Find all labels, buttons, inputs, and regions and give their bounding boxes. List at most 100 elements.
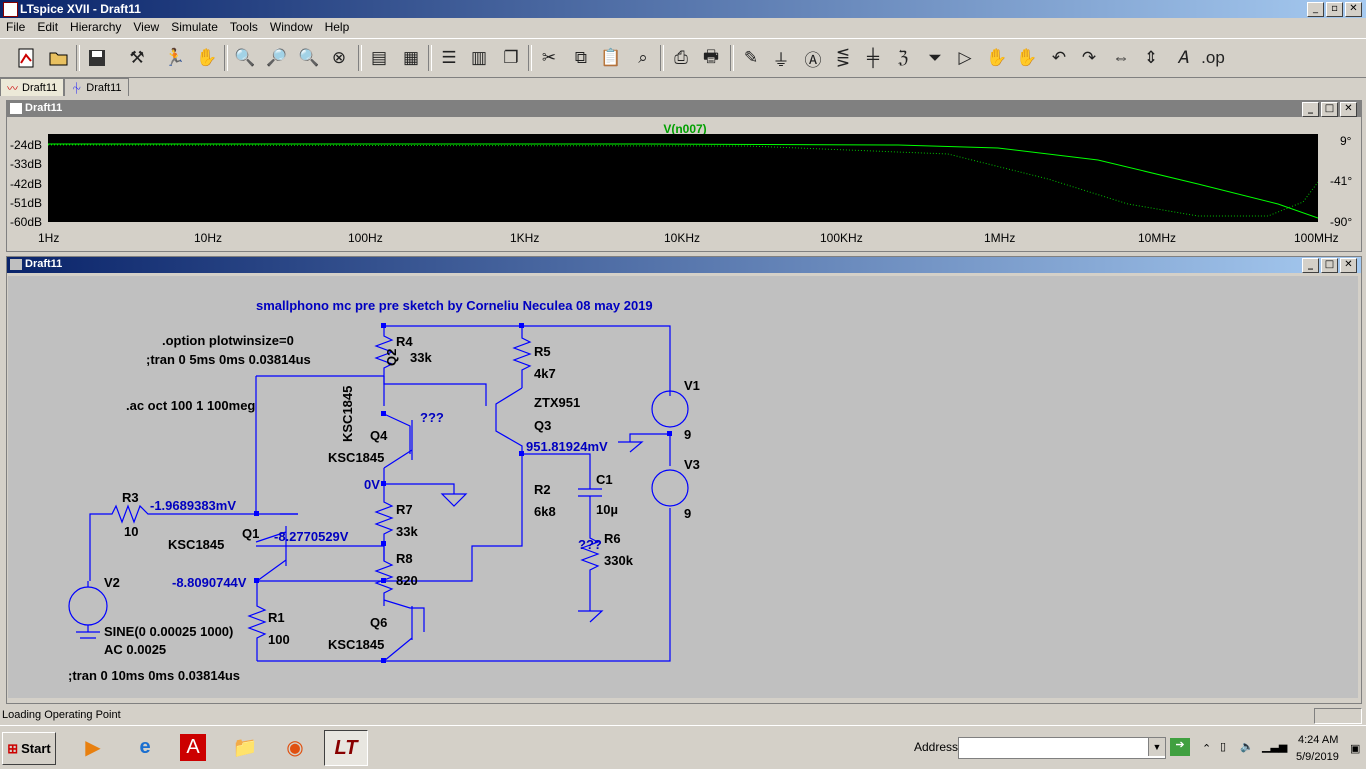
copy-icon[interactable]: ⧉ — [574, 48, 588, 67]
label-q4-model[interactable]: KSC1845 — [328, 450, 385, 465]
menu-file[interactable]: File — [6, 20, 26, 34]
zoom-fit-icon[interactable]: ⊗ — [331, 48, 347, 67]
tile-vertical-icon[interactable]: ▥ — [470, 48, 488, 67]
minimize-button[interactable]: _ — [1307, 2, 1324, 17]
label-q1[interactable]: Q1 — [242, 526, 260, 541]
draw-wire-icon[interactable]: ✎ — [743, 48, 759, 67]
zoom-out-icon[interactable]: 🔍 — [298, 48, 320, 67]
clock-date[interactable]: 5/9/2019 — [1296, 751, 1339, 763]
schematic-minimize-button[interactable]: _ — [1302, 258, 1319, 273]
mirror-icon[interactable]: ⇕ — [1143, 48, 1159, 67]
clock-time[interactable]: 4:24 AM — [1298, 734, 1339, 746]
control-panel-hammer-icon[interactable]: ⚒ — [129, 48, 145, 67]
menu-window[interactable]: Window — [269, 20, 313, 34]
label-v1[interactable]: V1 — [684, 378, 700, 393]
label-v3[interactable]: V3 — [684, 457, 700, 472]
menu-help[interactable]: Help — [324, 20, 350, 34]
cascade-icon[interactable]: ❐ — [503, 48, 519, 67]
drag-hand-icon[interactable]: ✋ — [1016, 48, 1038, 67]
spice-directive-icon[interactable]: .op — [1201, 48, 1225, 67]
print-setup-icon[interactable]: 🖶 — [702, 46, 720, 66]
save-icon[interactable] — [84, 45, 110, 71]
zoom-in-icon[interactable]: 🔍 — [234, 48, 256, 67]
new-schematic-icon[interactable] — [14, 45, 40, 71]
label-q3[interactable]: Q3 — [534, 418, 552, 433]
schematic-heading[interactable]: smallphono mc pre pre sketch by Corneliu… — [256, 298, 653, 313]
paste-icon[interactable]: 📋 — [600, 48, 622, 67]
label-r4-value[interactable]: 33k — [410, 350, 432, 365]
acrobat-icon[interactable]: A — [172, 730, 214, 764]
menu-simulate[interactable]: Simulate — [171, 20, 218, 34]
spice-directive[interactable]: .option plotwinsize=0 — [162, 333, 294, 348]
label-r5-value[interactable]: 4k7 — [534, 366, 556, 381]
halt-hand-icon[interactable]: ✋ — [196, 48, 218, 67]
text-icon[interactable]: 𝐴 — [1177, 48, 1189, 67]
label-unknown-model-2[interactable]: ??? — [578, 537, 602, 552]
spice-directive[interactable]: .ac oct 100 1 100meg — [126, 398, 256, 413]
ground-icon[interactable]: ⏚ — [772, 50, 790, 70]
grid-icon[interactable]: ▦ — [402, 48, 420, 67]
resistor-icon[interactable]: ⋚ — [835, 48, 851, 67]
chevron-down-icon[interactable]: ▼ — [1148, 738, 1165, 756]
spice-directive[interactable]: ;tran 0 10ms 0ms 0.03814us — [68, 668, 240, 683]
label-net-icon[interactable]: Ⓐ — [804, 50, 822, 70]
start-button[interactable]: ⊞ Start — [2, 732, 56, 765]
label-v1-value[interactable]: 9 — [684, 427, 692, 442]
tile-horizontal-icon[interactable]: ☰ — [441, 48, 457, 67]
capacitor-icon[interactable]: ╪ — [866, 48, 880, 67]
redo-icon[interactable]: ↷ — [1081, 48, 1097, 67]
firefox-icon[interactable]: ◉ — [286, 736, 304, 759]
tab-waveform[interactable]: 〰 Draft11 — [0, 78, 65, 96]
file-explorer-icon[interactable]: 📁 — [232, 736, 258, 759]
label-r2-value[interactable]: 6k8 — [534, 504, 556, 519]
label-v2[interactable]: V2 — [104, 575, 120, 590]
label-r7[interactable]: R7 — [396, 502, 413, 517]
label-r4[interactable]: R4 — [396, 334, 413, 349]
spice-directive[interactable]: ;tran 0 5ms 0ms 0.03814us — [146, 352, 311, 367]
schematic-close-button[interactable]: ✕ — [1340, 258, 1357, 273]
plot-area[interactable] — [47, 134, 1319, 222]
close-button[interactable]: ✕ — [1345, 2, 1362, 17]
label-r8-value[interactable]: 820 — [396, 573, 418, 588]
move-hand-icon[interactable]: ✋ — [986, 48, 1008, 67]
label-q1-model[interactable]: KSC1845 — [168, 537, 225, 552]
internet-explorer-icon[interactable]: e — [139, 735, 151, 758]
plot-close-button[interactable]: ✕ — [1340, 102, 1357, 117]
label-v3-value[interactable]: 9 — [684, 506, 692, 521]
label-r3-value[interactable]: 10 — [124, 524, 139, 539]
volume-icon[interactable]: 🔈 — [1240, 741, 1254, 753]
label-r6-value[interactable]: 330k — [604, 553, 633, 568]
run-icon[interactable]: 🏃 — [164, 48, 186, 67]
label-q6-model[interactable]: KSC1845 — [328, 637, 385, 652]
go-arrow-icon[interactable]: ➔ — [1170, 738, 1190, 756]
undo-icon[interactable]: ↶ — [1051, 48, 1067, 67]
menu-view[interactable]: View — [133, 20, 160, 34]
inductor-icon[interactable]: ℨ — [897, 48, 909, 67]
network-icon[interactable]: ▯ — [1220, 741, 1227, 753]
cut-icon[interactable]: ✂ — [541, 48, 557, 67]
label-c1[interactable]: C1 — [596, 472, 613, 487]
address-input[interactable]: ▼ — [958, 737, 1166, 759]
diode-icon[interactable]: ⏷ — [928, 48, 942, 67]
label-q6[interactable]: Q6 — [370, 615, 388, 630]
label-q2-model[interactable]: KSC1845 — [340, 385, 355, 442]
menu-edit[interactable]: Edit — [37, 20, 59, 34]
find-binoculars-icon[interactable]: ⌕ — [638, 48, 648, 67]
v2-source-ac[interactable]: AC 0.0025 — [104, 642, 167, 657]
label-r5[interactable]: R5 — [534, 344, 551, 359]
plot-minimize-button[interactable]: _ — [1302, 102, 1319, 117]
tray-chevron-icon[interactable]: ⌃ — [1202, 743, 1212, 755]
label-r8[interactable]: R8 — [396, 551, 413, 566]
menu-tools[interactable]: Tools — [229, 20, 258, 34]
restore-button[interactable]: ▫ — [1326, 2, 1343, 17]
ltspice-taskbar-icon[interactable]: LT — [324, 730, 368, 766]
label-r3[interactable]: R3 — [122, 490, 139, 505]
trace-label[interactable]: V(n007) — [663, 122, 707, 136]
label-r6[interactable]: R6 — [604, 531, 621, 546]
label-c1-value[interactable]: 10µ — [596, 502, 618, 517]
label-unknown-model-1[interactable]: ??? — [420, 410, 444, 425]
label-q3-model[interactable]: ZTX951 — [534, 395, 581, 410]
media-player-icon[interactable]: ▶ — [85, 736, 101, 759]
open-folder-icon[interactable] — [46, 45, 72, 71]
label-r2[interactable]: R2 — [534, 482, 551, 497]
